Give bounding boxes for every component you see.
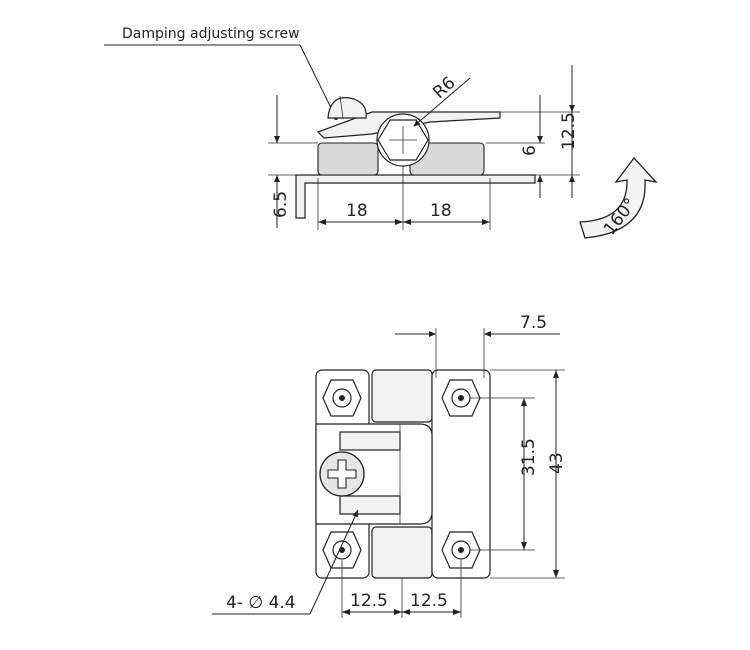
height-total-label: 12.5 <box>559 112 579 150</box>
hex-nut-icon <box>441 531 481 569</box>
callout-leader <box>299 44 337 119</box>
width-left-label: 18 <box>346 201 368 221</box>
hole-leader <box>309 509 359 615</box>
hex-nut-icon <box>441 379 481 417</box>
screw-callout-label: Damping adjusting screw <box>122 26 300 42</box>
front-view: 7.5 31.5 43 12.5 12.5 4- ∅ 4.4 <box>212 313 567 618</box>
hex-nut-icon <box>322 379 362 417</box>
slot-upper <box>339 431 401 451</box>
base-plate <box>295 174 536 219</box>
knuckle-top <box>371 369 433 423</box>
width-right-label: 18 <box>430 201 452 221</box>
height-hinge-label: 6 <box>520 145 540 156</box>
side-view: Damping adjusting screw R6 12.5 6 <box>104 26 658 239</box>
knuckle-bottom <box>371 526 433 579</box>
radius-label: R6 <box>429 73 459 103</box>
lower-body-left <box>317 142 379 176</box>
hole-spec-label: 4- ∅ 4.4 <box>226 593 296 613</box>
leg-height-label: 6.5 <box>271 191 291 218</box>
pitch-right-label: 12.5 <box>410 591 448 611</box>
rotation-arrow-icon <box>579 156 658 239</box>
hole-offset-label: 7.5 <box>520 313 547 333</box>
phillips-screw-icon <box>319 451 365 497</box>
pitch-left-label: 12.5 <box>350 591 388 611</box>
slot-lower <box>339 495 401 515</box>
hole-spacing-label: 31.5 <box>519 438 539 476</box>
height-total-front-label: 43 <box>547 452 567 474</box>
adjusting-screw-head <box>327 97 367 119</box>
